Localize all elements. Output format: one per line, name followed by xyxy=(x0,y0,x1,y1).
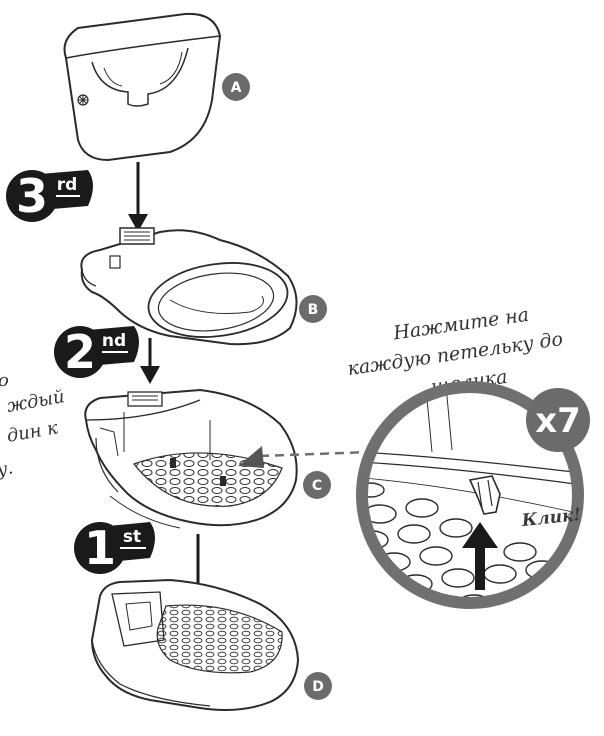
left-note-line-3: дин к xyxy=(5,417,59,447)
step-second-number: 2 xyxy=(64,325,96,379)
part-c-label: C xyxy=(312,478,322,494)
left-note-line-1: о xyxy=(0,370,9,391)
part-d-badge: D xyxy=(304,672,332,700)
part-c-badge: C xyxy=(303,471,331,499)
part-a-reservoir xyxy=(65,14,221,160)
step-second-suffix: nd xyxy=(102,331,126,351)
step-second-badge: 2 nd xyxy=(54,325,139,379)
step-third-badge: 3 rd xyxy=(6,169,93,223)
down-arrow-icon xyxy=(140,338,160,384)
part-a-badge: A xyxy=(222,73,250,101)
part-d-label: D xyxy=(312,679,324,695)
left-note-line-4: у. xyxy=(0,457,15,481)
leaf-icon xyxy=(78,95,88,105)
down-arrow-icon xyxy=(128,162,148,232)
step-third-suffix: rd xyxy=(57,175,78,195)
step-first-badge: 1 st xyxy=(74,521,155,575)
part-b-label: B xyxy=(308,302,319,318)
step-first-suffix: st xyxy=(123,527,141,547)
multiplier-text: x7 xyxy=(535,401,581,441)
step-third-number: 3 xyxy=(16,169,48,223)
left-note: о ждый дин к у. xyxy=(0,370,66,481)
part-c-bowl xyxy=(85,390,296,528)
multiplier-badge: x7 xyxy=(526,388,590,452)
step-first-number: 1 xyxy=(84,521,116,575)
part-b-badge: B xyxy=(299,295,327,323)
part-d-base xyxy=(92,580,298,710)
part-a-label: A xyxy=(231,80,242,96)
left-note-line-2: ждый xyxy=(5,386,66,417)
